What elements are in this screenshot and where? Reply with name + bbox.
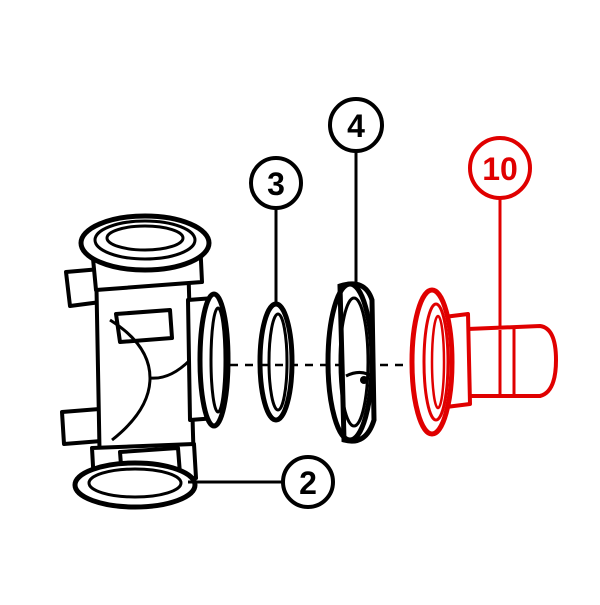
clamp-ring-part (325, 281, 377, 444)
o-ring-part (257, 301, 295, 423)
bottom-flange (72, 460, 198, 510)
callout-label-3: 3 (267, 166, 285, 202)
callout-part-2: 2 (281, 455, 335, 509)
callout-label-4: 4 (347, 108, 365, 144)
callout-part-10: 10 (468, 136, 532, 200)
callout-part-4: 4 (328, 97, 384, 153)
valve-body-part (60, 238, 218, 486)
callout-label-2: 2 (299, 465, 317, 501)
hose-adapter-part (409, 287, 558, 437)
body-crease-line (109, 318, 192, 442)
callout-part-3: 3 (249, 156, 303, 210)
top-flange (78, 213, 212, 273)
side-flange (197, 291, 231, 429)
leader-lines (188, 152, 502, 484)
callout-label-10: 10 (482, 151, 518, 187)
